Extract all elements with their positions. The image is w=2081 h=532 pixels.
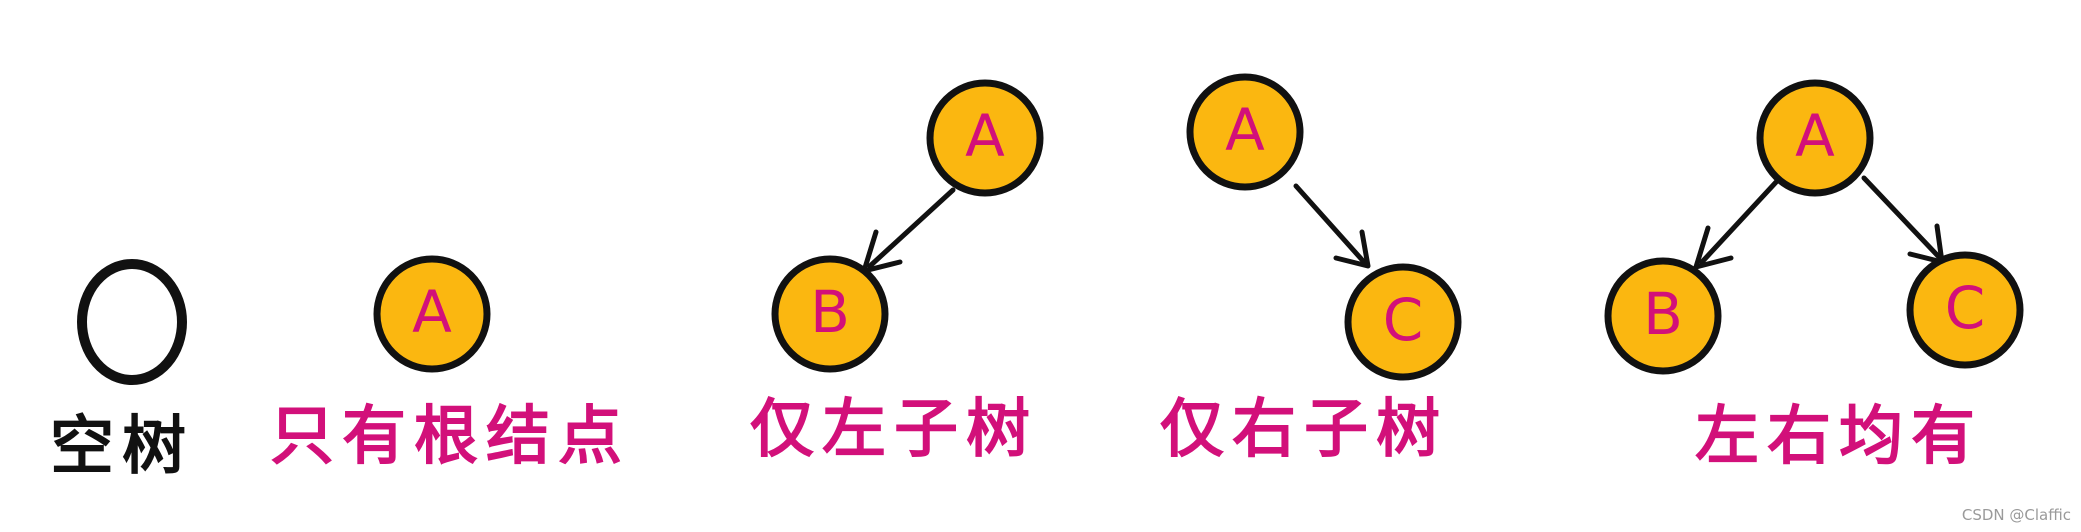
node-b-letter: B xyxy=(1643,280,1683,348)
caption-left-only: 仅左子树 xyxy=(750,392,1038,467)
caption-right-only: 仅右子树 xyxy=(1160,392,1448,467)
node-a-letter: A xyxy=(1225,96,1265,164)
arrowhead-a-to-c xyxy=(1333,229,1371,269)
node-b xyxy=(771,255,889,373)
node-c xyxy=(1344,263,1462,381)
node-a-letter: A xyxy=(1795,102,1835,170)
edge-a-to-b xyxy=(1699,177,1781,265)
edge-a-to-c xyxy=(1293,183,1367,265)
both-children-tree: A B C xyxy=(1604,79,2024,375)
watermark: CSDN @Claffic xyxy=(1961,506,2071,524)
node-a-letter: A xyxy=(412,278,452,346)
root-only-tree: A xyxy=(373,255,491,373)
empty-tree xyxy=(77,259,187,385)
edge-a-to-c xyxy=(1861,175,1941,259)
node-c xyxy=(1906,251,2024,369)
caption-empty-tree: 空树 xyxy=(50,409,194,484)
left-only-tree: A B xyxy=(771,79,1044,373)
node-a xyxy=(373,255,491,373)
node-b xyxy=(1604,257,1722,375)
caption-both-children: 左右均有 xyxy=(1695,399,1983,474)
right-only-tree: A C xyxy=(1186,73,1462,381)
node-c-letter: C xyxy=(1945,274,1986,342)
edge-a-to-b xyxy=(867,187,956,269)
node-a xyxy=(1186,73,1304,191)
empty-tree-circle xyxy=(77,259,187,385)
node-b-letter: B xyxy=(810,278,850,346)
node-a xyxy=(926,79,1044,197)
node-c-letter: C xyxy=(1383,286,1424,354)
caption-root-only: 只有根结点 xyxy=(270,399,630,474)
node-a xyxy=(1756,79,1874,197)
arrowhead-a-to-b xyxy=(1693,225,1734,270)
node-a-letter: A xyxy=(965,102,1005,170)
